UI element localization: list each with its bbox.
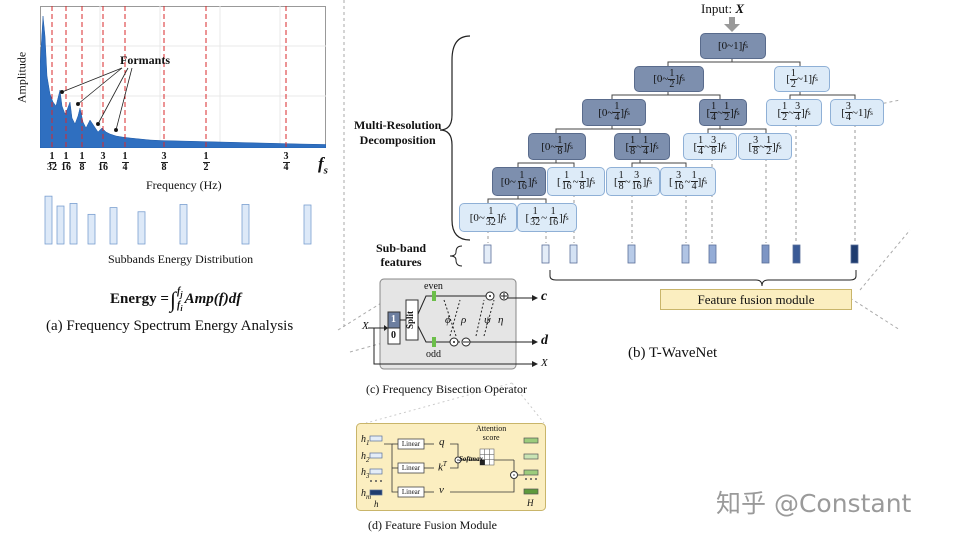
ffm-h2: h2: [361, 451, 370, 464]
fbo-phi: ϕ: [445, 314, 451, 326]
fbo-c-out: c: [541, 289, 548, 304]
watermark: 知乎 @Constant: [716, 489, 912, 518]
ffm-H: H: [527, 498, 534, 508]
ffm-linear-3: Linear: [401, 488, 421, 496]
caption-a: (a) Frequency Spectrum Energy Analysis: [46, 318, 294, 334]
energy-bars: [44, 195, 312, 245]
energy-bar: [179, 204, 188, 245]
fbo-zero: 0: [391, 330, 396, 341]
fbo-x-out: X: [541, 357, 548, 369]
ffm-h3: h3: [361, 467, 370, 480]
energy-bar: [303, 204, 312, 245]
energy-bar: [69, 203, 78, 245]
formants-label: Formants: [120, 53, 170, 67]
caption-d: (d) Feature Fusion Module: [368, 518, 497, 532]
energy-bar: [241, 204, 250, 245]
fbo-psi: ψ: [484, 314, 491, 326]
ffm-h1: h1: [361, 434, 370, 447]
energy-bar: [87, 213, 96, 245]
caption-c: (c) Frequency Bisection Operator: [366, 382, 527, 396]
caption-b: (b) T-WaveNet: [628, 345, 718, 361]
ffm-linear-1: Linear: [401, 440, 421, 448]
energy-formula: Energy = ∫ fj fi Amp(f)df: [110, 286, 242, 313]
fbo-d-out: d: [541, 333, 548, 348]
fbo-rho: ρ: [461, 314, 467, 326]
fbo-x-in: X: [362, 320, 369, 332]
fbo-odd: odd: [426, 349, 441, 360]
fbo-even: even: [424, 281, 443, 292]
energy-bar: [56, 205, 65, 245]
feature-fusion-box: Feature fusion module: [660, 289, 852, 310]
ffm-v: v: [439, 484, 444, 496]
fbo-split: Split: [405, 310, 416, 330]
input-label: Input: X: [701, 1, 744, 16]
fs-label: fs: [318, 154, 328, 177]
spectrum-area: [40, 15, 326, 148]
x-axis-label: Frequency (Hz): [146, 178, 222, 192]
energy-distribution-label: Subbands Energy Distribution: [108, 252, 254, 266]
fbo-eta: η: [498, 314, 504, 326]
fbo-one: 1: [391, 314, 396, 325]
ffm-hm: hm: [361, 488, 372, 501]
ffm-h-bottom: h: [374, 499, 379, 509]
ffm-q: q: [439, 436, 445, 448]
energy-bar: [44, 195, 53, 245]
ffm-diagram: [356, 423, 546, 511]
ffm-linear-2: Linear: [401, 464, 421, 472]
spectrum-plot: [40, 6, 326, 148]
ffm-k: kT: [438, 460, 447, 474]
tree-connectors: [439, 17, 859, 287]
energy-bar: [109, 207, 118, 245]
ffm-softmax: Softmax: [459, 455, 484, 463]
fbo-diagram: [368, 278, 538, 370]
energy-bar: [137, 211, 146, 245]
